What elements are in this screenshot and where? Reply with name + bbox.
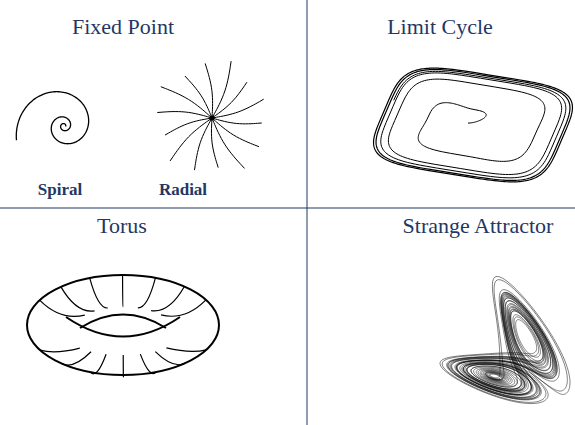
radial-trajectory: [212, 82, 247, 118]
radial-trajectory: [161, 87, 212, 118]
radial-trajectory: [211, 118, 218, 168]
strange-attractor-figure: [440, 276, 570, 403]
torus-meridian: [90, 278, 108, 308]
lorenz-trajectory: [440, 276, 570, 403]
torus-meridian: [91, 354, 107, 374]
radial-trajectory: [170, 118, 212, 161]
torus-meridian: [40, 300, 85, 316]
torus-meridian: [62, 352, 91, 365]
radial-trajectory: [212, 118, 245, 168]
radial-trajectory: [194, 118, 212, 170]
radial-figure: [157, 61, 263, 170]
limit-cycle-loop: [374, 68, 573, 182]
torus-meridian: [140, 354, 156, 373]
torus-meridian: [155, 352, 185, 365]
radial-trajectory: [212, 118, 259, 147]
limit-cycle-figure: [374, 68, 573, 182]
section-title: Strange Attractor: [403, 214, 554, 238]
radial-trajectory: [157, 112, 212, 118]
figure-label: Radial: [159, 181, 207, 200]
approach-trajectory: [381, 71, 566, 177]
divider-line: [0, 208, 575, 209]
fixed-point-dot: [210, 116, 215, 121]
spiral-curve: [16, 92, 88, 144]
torus-hole-edge: [80, 315, 166, 329]
radial-trajectory: [205, 63, 212, 118]
spiral-figure: [16, 92, 88, 144]
radial-trajectory: [185, 76, 212, 118]
torus-meridian: [40, 348, 80, 352]
radial-trajectory: [212, 99, 264, 118]
torus-meridian: [138, 278, 156, 308]
torus-meridian: [151, 287, 184, 311]
torus-figure: [27, 275, 219, 377]
torus-meridian: [123, 355, 124, 377]
radial-trajectory: [165, 118, 212, 135]
limit-cycle-loop: [376, 70, 570, 181]
section-title: Torus: [97, 214, 147, 238]
section-title: Limit Cycle: [387, 15, 493, 39]
radial-trajectory: [212, 61, 231, 118]
radial-trajectory: [212, 118, 262, 124]
torus-meridian: [122, 275, 123, 307]
section-title: Fixed Point: [72, 15, 174, 39]
figure-label: Spiral: [38, 181, 82, 200]
torus-meridian: [166, 348, 206, 351]
divider-line: [307, 0, 308, 425]
torus-meridian: [161, 300, 206, 316]
torus-meridian: [61, 287, 95, 311]
